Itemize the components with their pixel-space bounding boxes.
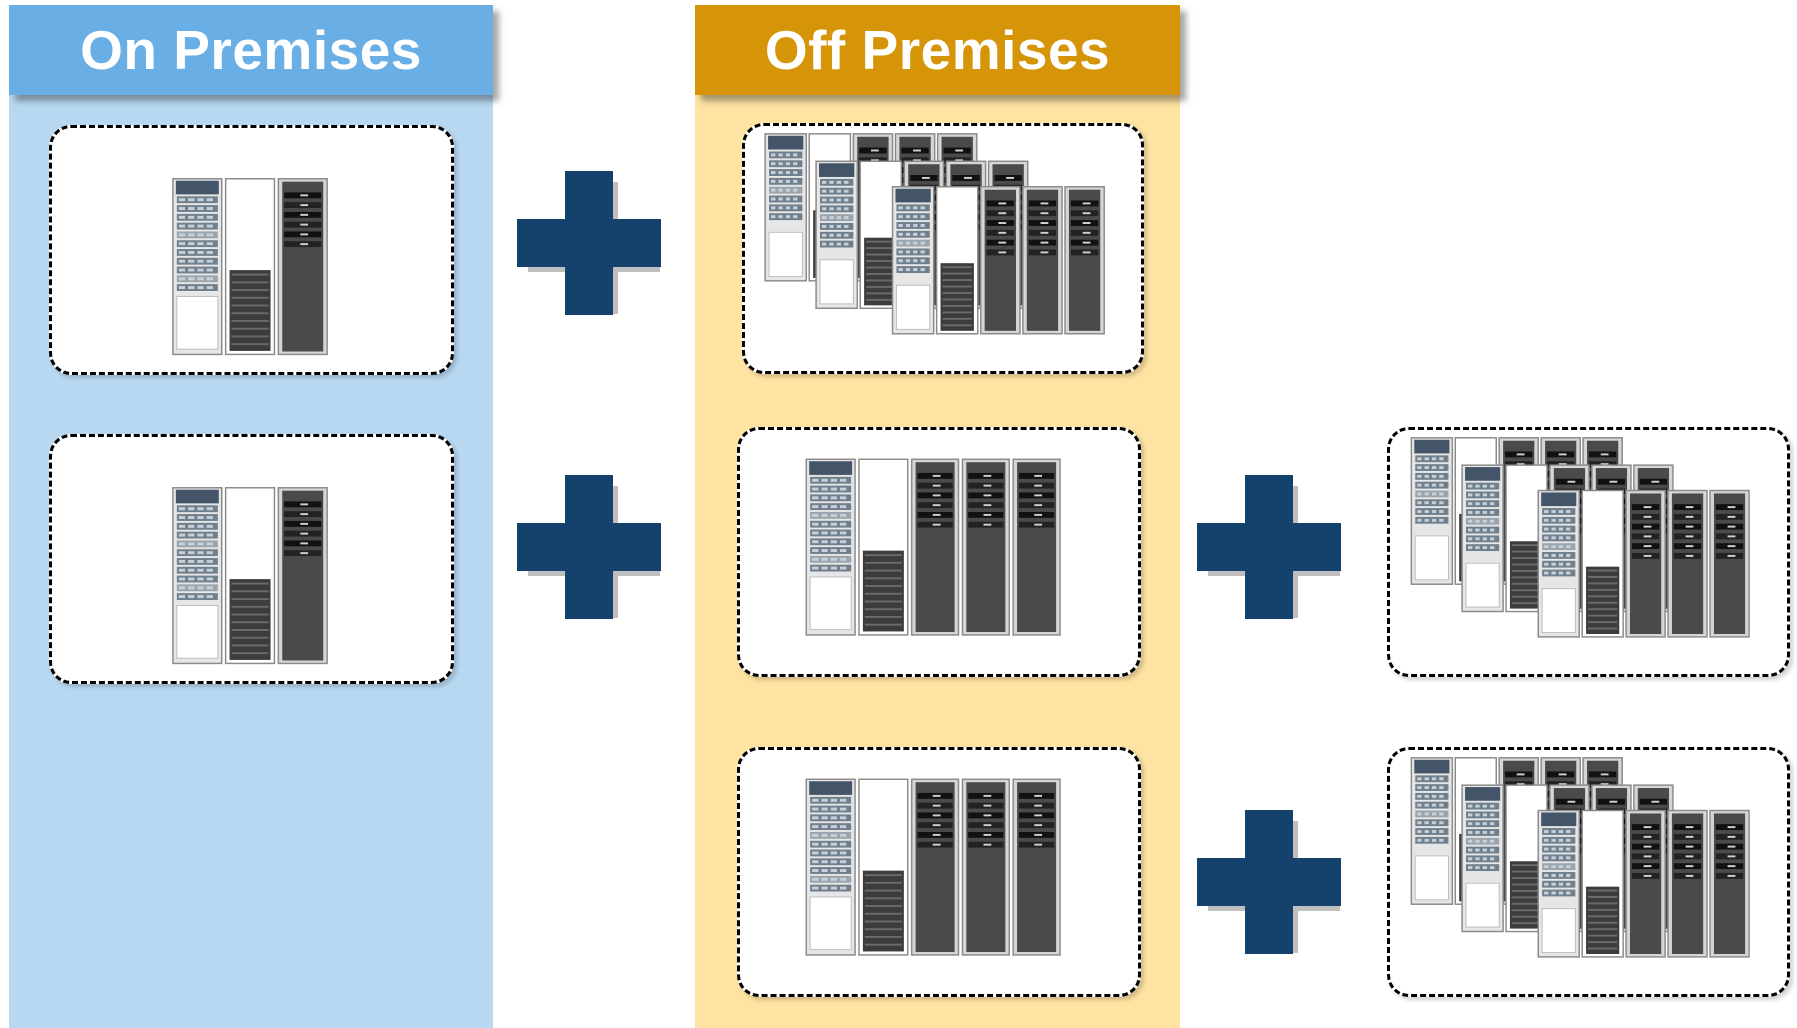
on-premises-box-1: [49, 125, 454, 375]
plus-icon: [1197, 475, 1341, 619]
off-premises-box-2: [737, 427, 1141, 677]
off-premises-box-3: [737, 747, 1141, 997]
on-premises-header: On Premises: [9, 5, 493, 95]
off-premises-header: Off Premises: [695, 5, 1180, 95]
extra-box-1: [1387, 427, 1790, 677]
plus-icon: [517, 475, 661, 619]
on-premises-box-2: [49, 434, 454, 684]
plus-icon: [1197, 810, 1341, 954]
plus-icon: [517, 171, 661, 315]
off-premises-box-1: [742, 123, 1144, 374]
extra-box-2: [1387, 747, 1790, 997]
